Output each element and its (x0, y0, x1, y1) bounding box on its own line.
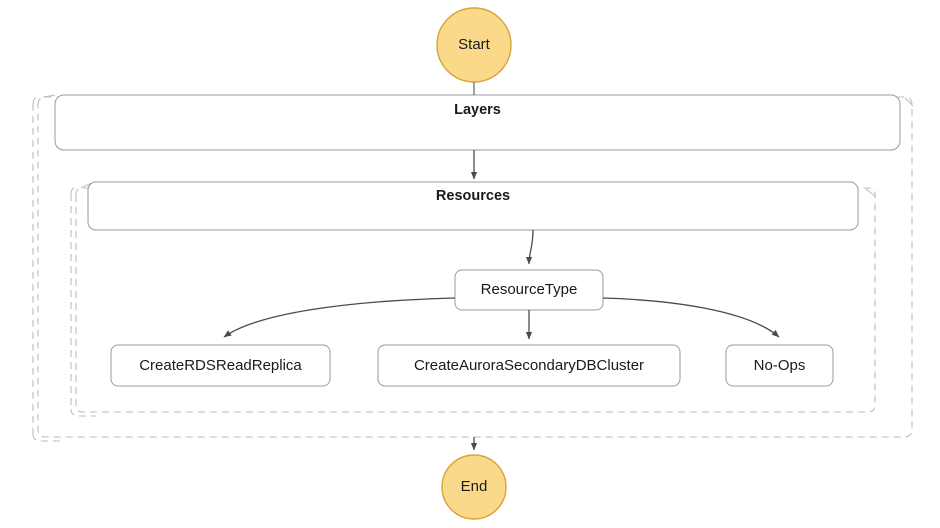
layers-dashed-container (32, 94, 914, 442)
create-rds-read-replica-box[interactable] (110, 344, 331, 387)
start-terminal-circle[interactable] (436, 7, 512, 83)
no-ops-box[interactable] (725, 344, 834, 387)
layers-header-box (54, 94, 901, 151)
end-terminal-circle[interactable] (441, 454, 507, 520)
create-aurora-secondary-db-cluster-box[interactable] (377, 344, 681, 387)
resources-header-box (87, 181, 859, 231)
edge-resource-type-to-create-rds-read-replica (223, 297, 456, 338)
edge-resource-type-to-no-ops (602, 297, 780, 338)
edge-resources-to-resource-type (525, 229, 534, 265)
resource-type-box[interactable] (454, 269, 604, 311)
